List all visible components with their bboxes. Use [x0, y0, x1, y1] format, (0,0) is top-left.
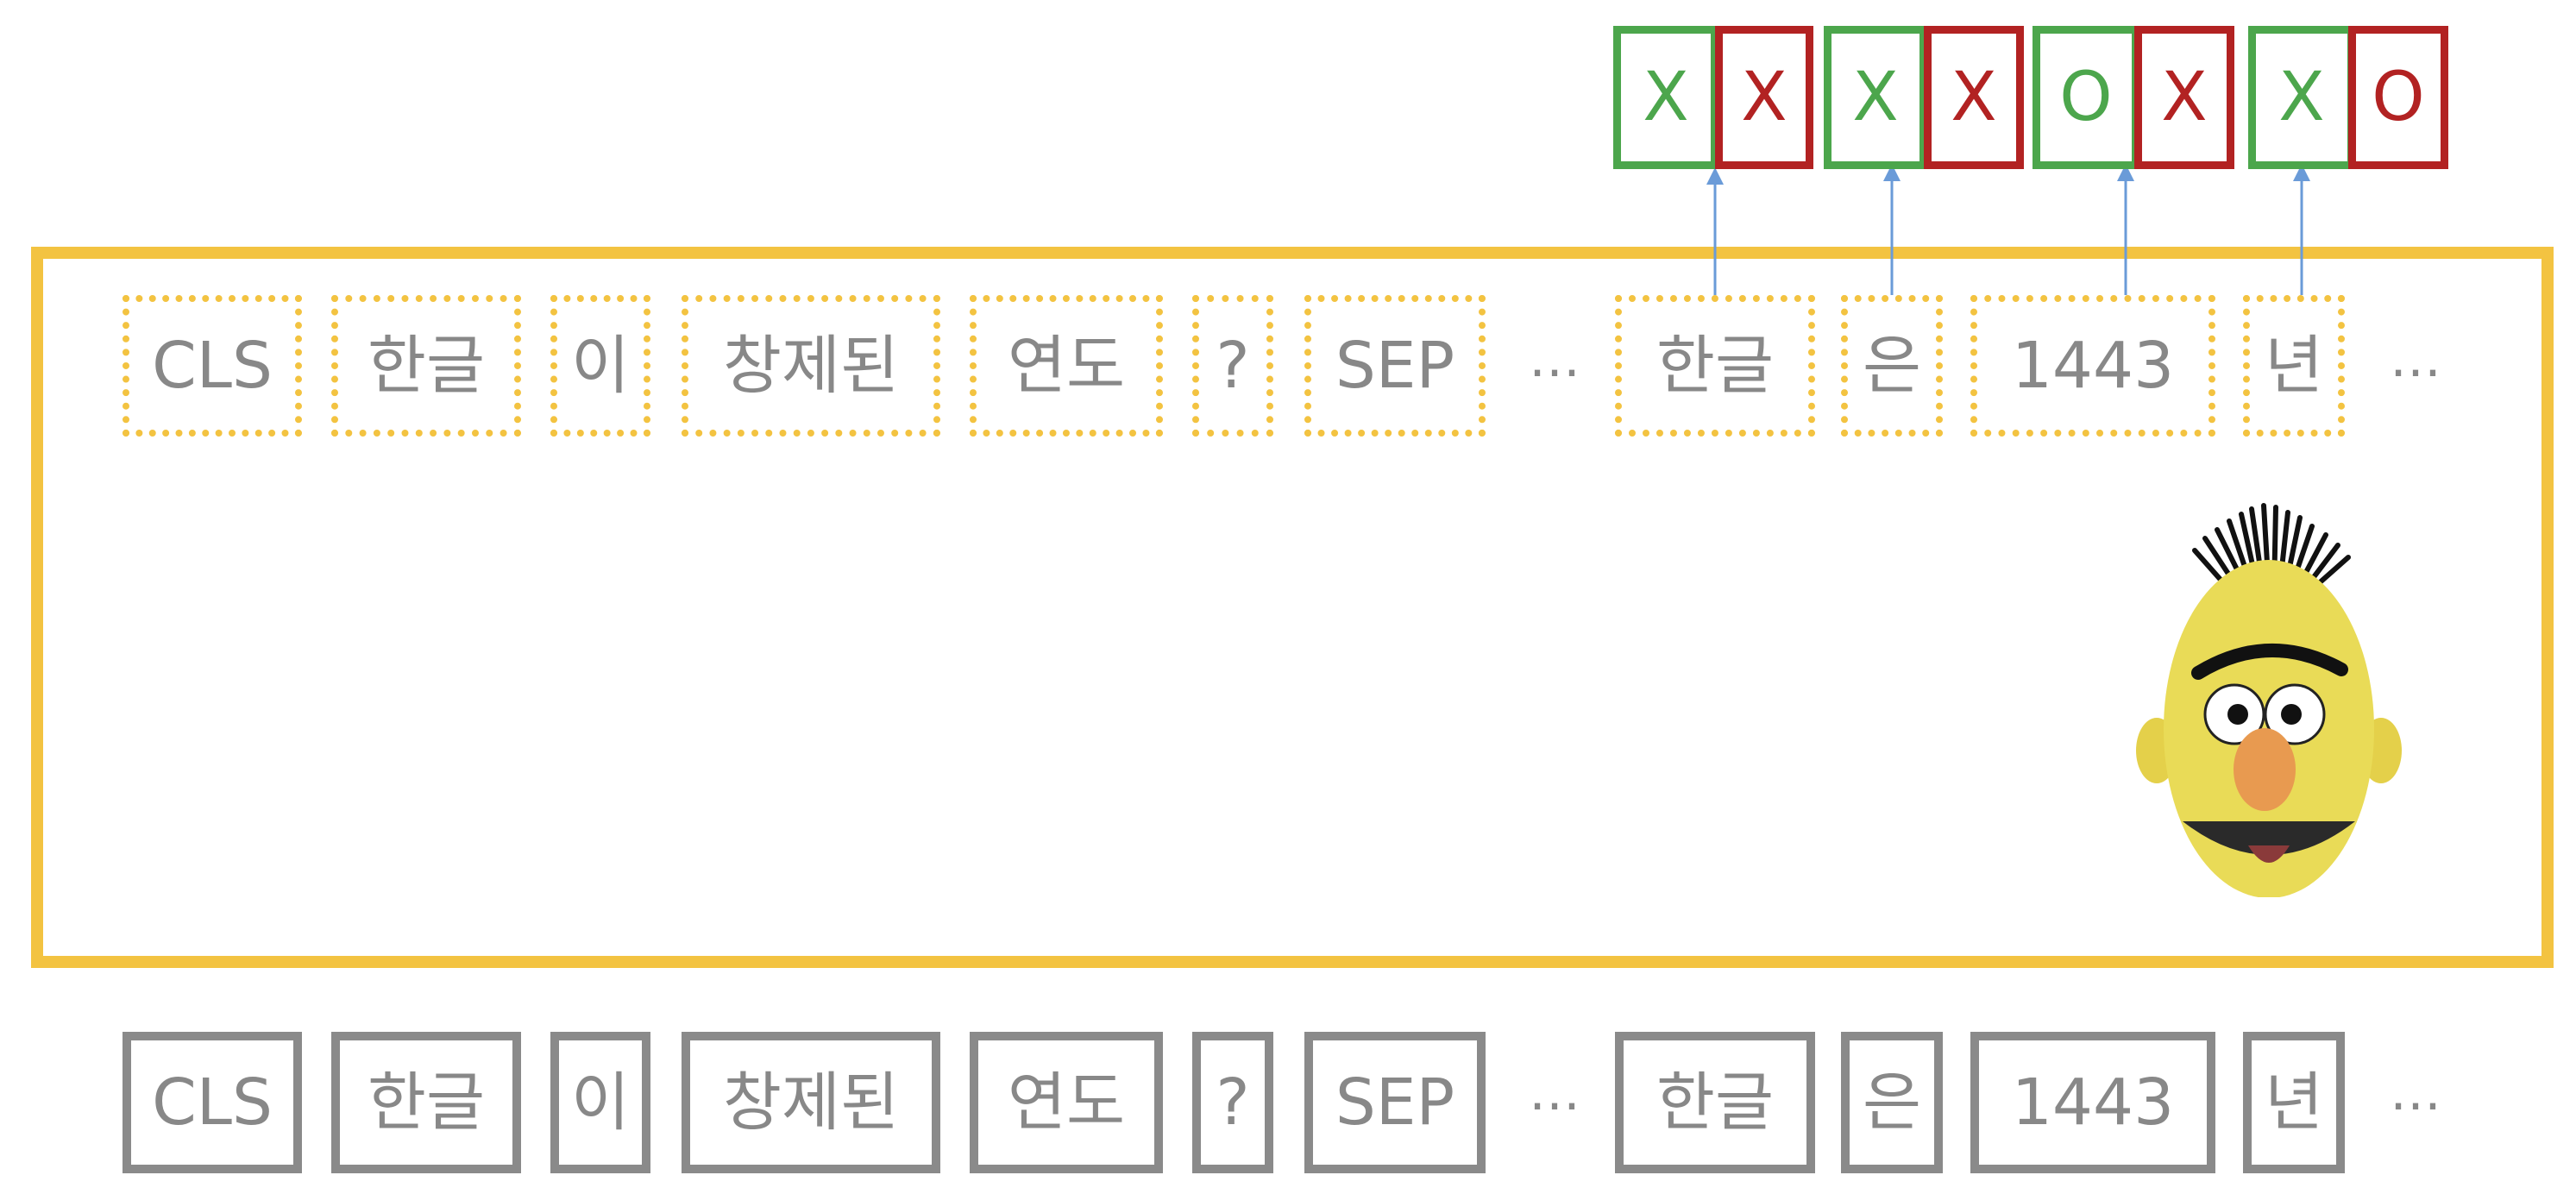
input-token-sep: SEP: [1304, 1032, 1486, 1173]
input-token-cls: CLS: [123, 1032, 302, 1173]
hidden-token-nyeon: 년: [2243, 295, 2345, 437]
end-label-eun: X: [1924, 26, 2024, 169]
hidden-token-1443: 1443: [1970, 295, 2215, 437]
hidden-token-hangeul-2: 한글: [1615, 295, 1815, 437]
hidden-token-eun: 은: [1841, 295, 1943, 437]
arrow-nyeon: [2293, 164, 2310, 295]
hidden-token-yeondo: 연도: [970, 295, 1163, 437]
bert-encoder-box: [31, 247, 2554, 968]
arrow-1443: [2117, 164, 2134, 295]
start-label-nyeon: X: [2248, 26, 2355, 169]
hidden-token-question: ?: [1192, 295, 1273, 437]
bert-face-icon: [2136, 503, 2402, 897]
input-token-1443: 1443: [1970, 1032, 2215, 1173]
hidden-ellipsis-2: …: [2390, 329, 2441, 389]
input-token-hangeul-2: 한글: [1615, 1032, 1815, 1173]
input-token-nyeon: 년: [2243, 1032, 2345, 1173]
arrow-eun: [1883, 164, 1901, 295]
end-label-hangeul: X: [1715, 26, 1813, 169]
input-token-eun: 은: [1841, 1032, 1943, 1173]
end-label-nyeon: O: [2348, 26, 2448, 169]
arrow-hangeul: [1706, 167, 1724, 295]
input-token-question: ?: [1192, 1032, 1273, 1173]
start-label-eun: X: [1824, 26, 1927, 169]
start-label-hangeul: X: [1613, 26, 1718, 169]
hidden-token-cls: CLS: [123, 295, 302, 437]
input-token-hangeul: 한글: [331, 1032, 521, 1173]
hidden-ellipsis-1: …: [1529, 329, 1580, 389]
hidden-token-sep: SEP: [1304, 295, 1486, 437]
input-token-i: 이: [550, 1032, 650, 1173]
hidden-token-changjedoen: 창제된: [682, 295, 940, 437]
input-ellipsis-2: …: [2390, 1062, 2441, 1122]
hidden-token-i: 이: [550, 295, 650, 437]
start-label-1443: O: [2033, 26, 2139, 169]
input-ellipsis-1: …: [1529, 1062, 1580, 1122]
end-label-1443: X: [2134, 26, 2234, 169]
input-token-yeondo: 연도: [970, 1032, 1163, 1173]
input-token-changjedoen: 창제된: [682, 1032, 940, 1173]
hidden-token-hangeul: 한글: [331, 295, 521, 437]
